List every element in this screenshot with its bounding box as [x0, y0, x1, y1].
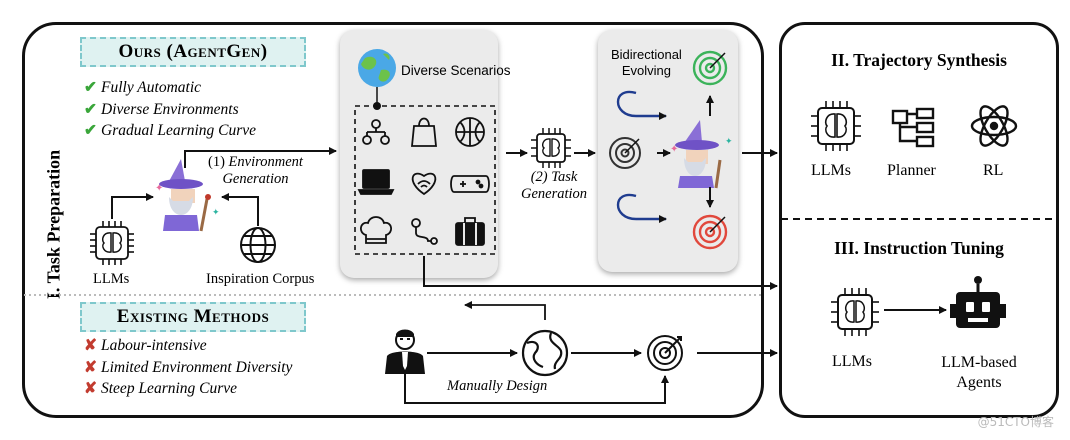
llm-chip-icon-left: [90, 221, 134, 265]
llms-label-left: LLMs: [93, 271, 130, 287]
inspiration-corpus-label: Inspiration Corpus: [206, 271, 315, 287]
laptop-icon: [357, 169, 395, 195]
llm-chip-icon-trajectory: [811, 101, 861, 151]
manually-design-label: Manually Design: [447, 378, 548, 394]
shopping-bag-icon: [411, 117, 437, 147]
existing-banner: Existing Methods: [80, 302, 306, 332]
ours-item: ✔Fully Automatic: [84, 77, 256, 99]
tuning-llms-label: LLMs: [832, 353, 872, 370]
arrow-to-instruction: [423, 256, 778, 290]
chef-hat-icon: [360, 216, 392, 244]
cross-icon: ✘: [84, 358, 97, 376]
arrow-existing-to-labels: [464, 301, 546, 320]
check-icon: ✔: [84, 79, 97, 96]
target-green-icon: [692, 50, 728, 86]
traj-planner-label: Planner: [887, 162, 936, 179]
svg-text:✦: ✦: [155, 183, 163, 194]
gamepad-icon: [450, 175, 490, 193]
basketball-icon: [455, 117, 485, 147]
arrow-llm-to-wizard: [111, 193, 154, 219]
arrow-env-generation: [184, 147, 337, 168]
arrow-corpus-to-wizard: [221, 193, 259, 226]
globe-icon: [240, 227, 276, 263]
existing-item: ✘Limited Environment Diversity: [84, 357, 292, 379]
earth-icon: [358, 49, 396, 87]
cross-icon: ✘: [84, 337, 97, 354]
target-icon-existing: [647, 335, 683, 371]
traj-llms-label: LLMs: [811, 162, 851, 179]
existing-list: ✘Labour-intensive ✘Limited Environment D…: [84, 335, 292, 400]
wizard-icon-left: ✦ ✦: [155, 159, 220, 232]
ours-banner: Ours (AgentGen): [80, 37, 306, 67]
robot-icon: [950, 276, 1006, 328]
ours-item: ✔Gradual Learning Curve: [84, 120, 256, 142]
existing-item: ✘Steep Learning Curve: [84, 378, 292, 400]
trajectory-synthesis-title: II. Trajectory Synthesis: [831, 50, 1007, 70]
svg-text:✦: ✦: [212, 207, 220, 217]
ours-list: ✔Fully Automatic ✔Diverse Environments ✔…: [84, 77, 256, 142]
cross-icon: ✘: [84, 380, 97, 397]
target-gray-icon: [609, 137, 641, 169]
synthesis-tuning-panel: [779, 22, 1059, 418]
task-preparation-panel: [22, 22, 764, 418]
atom-icon: [970, 105, 1018, 147]
diverse-scenarios-label: Diverse Scenarios: [401, 63, 511, 78]
watermark: @51CTO博客: [977, 415, 1054, 429]
arrow-manual-design: [404, 374, 669, 404]
svg-text:✦: ✦: [725, 136, 733, 146]
hierarchy-icon: [362, 119, 390, 145]
route-icon: [411, 218, 438, 245]
suitcase-icon: [455, 217, 485, 246]
existing-item: ✘Labour-intensive: [84, 335, 292, 357]
traj-rl-label: RL: [983, 162, 1004, 179]
llm-chip-icon-tuning: [831, 288, 879, 336]
wizard-icon-right: ✦ ✦: [670, 120, 733, 189]
llm-chip-icon-task: [531, 128, 571, 168]
check-icon: ✔: [84, 122, 97, 139]
businessman-icon: [385, 329, 425, 374]
loop-icons: [617, 90, 667, 223]
target-red-icon: [692, 214, 728, 250]
check-icon: ✔: [84, 100, 97, 118]
instruction-tuning-title: III. Instruction Tuning: [834, 238, 1004, 258]
ours-item: ✔Diverse Environments: [84, 99, 256, 121]
wifi-heart-icon: [411, 172, 437, 196]
svg-text:✦: ✦: [670, 144, 678, 155]
world-icon: [521, 329, 569, 377]
planner-icon: [891, 107, 935, 148]
